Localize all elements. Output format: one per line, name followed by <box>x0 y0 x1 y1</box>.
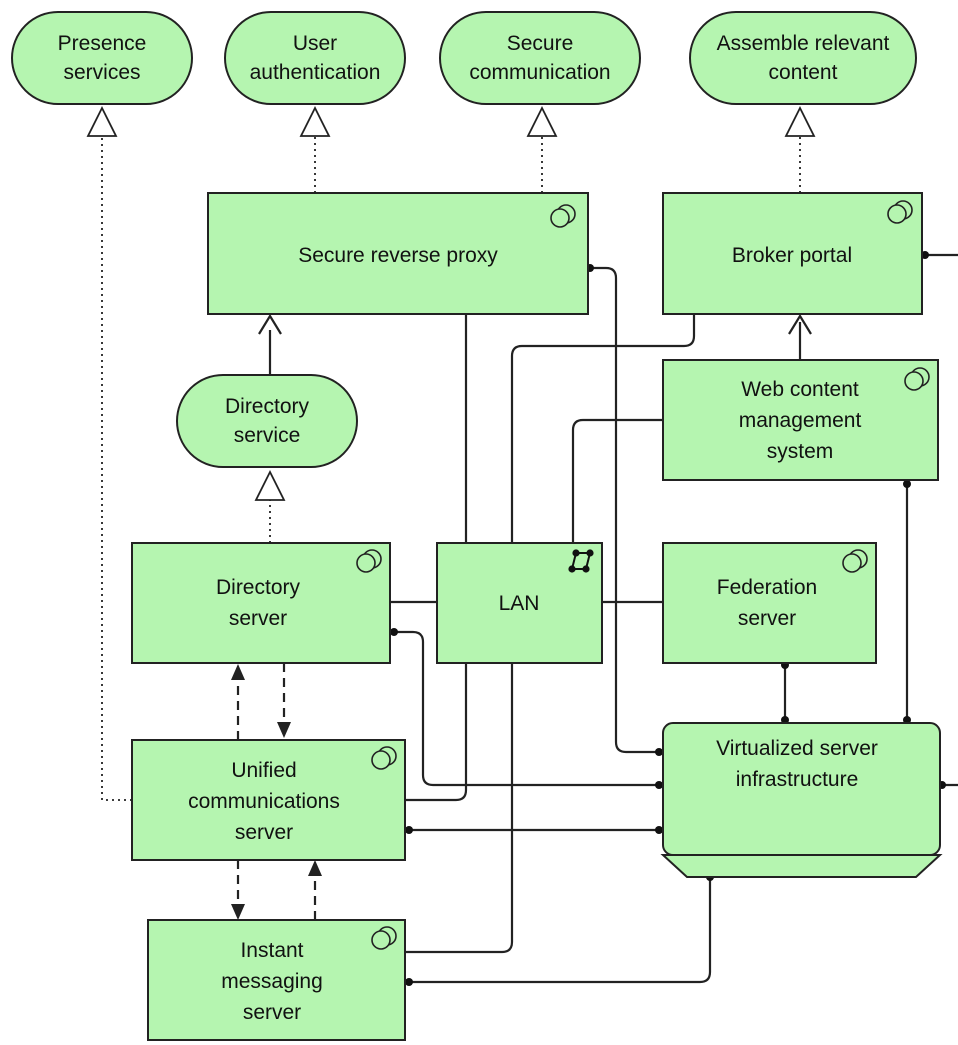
ucs-line-1: Unified <box>231 759 296 782</box>
virtual-infra-line-2: infrastructure <box>736 768 859 791</box>
edge-portal-to-im <box>405 314 696 954</box>
component-icon <box>887 200 913 224</box>
arrowhead-down-2 <box>231 904 245 920</box>
triangle-secure-comm <box>526 105 558 137</box>
triangle-assemble <box>784 105 816 137</box>
ucs-line-3: server <box>235 821 293 844</box>
component-federation-server[interactable]: Federation server <box>662 542 877 664</box>
edge-ucs-to-presence <box>101 135 132 801</box>
lan-label: LAN <box>499 592 540 615</box>
federation-server-line-1: Federation <box>717 576 817 599</box>
service-assemble-line-1: Assemble relevant <box>717 32 890 55</box>
web-cms-line-1: Web content <box>741 378 859 401</box>
service-user-auth-line-1: User <box>293 32 337 55</box>
virtual-infra-line-1: Virtualized server <box>716 737 878 760</box>
arrowhead-down-1 <box>277 722 291 738</box>
ucs-line-2: communications <box>188 790 340 813</box>
component-unified-comm-server[interactable]: Unified communications server <box>131 739 406 861</box>
proxy-label: Secure reverse proxy <box>298 244 498 267</box>
component-directory-server[interactable]: Directory server <box>131 542 391 664</box>
realization-arrowheads <box>86 105 816 501</box>
component-secure-reverse-proxy[interactable]: Secure reverse proxy <box>207 192 589 315</box>
web-cms-line-2: management <box>739 409 862 432</box>
directory-server-line-2: server <box>229 607 287 630</box>
component-icon <box>371 746 397 770</box>
service-secure-comm-line-1: Secure <box>507 32 574 55</box>
service-user-auth-line-2: authentication <box>250 61 381 84</box>
edge-ucs-to-lan <box>405 663 468 802</box>
triangle-user-auth <box>299 105 331 137</box>
arrow-cms-portal <box>788 313 812 335</box>
connections <box>101 135 958 986</box>
component-icon <box>550 204 576 228</box>
service-presence-line-1: Presence <box>58 32 147 55</box>
arrow-dirservice-proxy <box>258 313 282 335</box>
service-directory[interactable]: Directory service <box>176 374 358 468</box>
service-user-auth[interactable]: User authentication <box>224 11 406 105</box>
service-assemble-line-2: content <box>769 61 838 84</box>
component-lan[interactable]: LAN <box>436 542 603 664</box>
service-directory-line-2: service <box>234 424 301 447</box>
broker-portal-label: Broker portal <box>732 244 852 267</box>
triangle-dirservice <box>254 469 286 501</box>
triangle-presence <box>86 105 118 137</box>
im-server-line-3: server <box>243 1001 301 1024</box>
component-icon <box>356 549 382 573</box>
service-assemble[interactable]: Assemble relevant content <box>689 11 917 105</box>
services: Presence services User authentication Se… <box>11 11 917 468</box>
component-im-server[interactable]: Instant messaging server <box>147 919 406 1041</box>
components: Secure reverse proxy Broker portal Web c… <box>131 192 943 1041</box>
component-icon <box>371 926 397 950</box>
device-base <box>660 854 943 878</box>
service-secure-comm[interactable]: Secure communication <box>439 11 641 105</box>
component-web-cms[interactable]: Web content management system <box>662 359 939 481</box>
component-icon <box>904 367 930 391</box>
component-broker-portal[interactable]: Broker portal <box>662 192 923 315</box>
directory-server-line-1: Directory <box>216 576 301 599</box>
edge-dir-to-virtual <box>390 630 663 787</box>
federation-server-line-2: server <box>738 607 796 630</box>
edge-proxy-to-virtual <box>590 266 663 754</box>
service-presence-line-2: services <box>63 61 140 84</box>
service-secure-comm-line-2: communication <box>469 61 610 84</box>
component-icon <box>842 549 868 573</box>
arrowhead-up-1 <box>231 664 245 680</box>
web-cms-line-3: system <box>767 440 834 463</box>
service-directory-line-1: Directory <box>225 395 310 418</box>
im-server-line-1: Instant <box>240 939 303 962</box>
im-server-line-2: messaging <box>221 970 323 993</box>
network-icon <box>568 549 594 573</box>
arrowhead-up-2 <box>308 860 322 876</box>
edge-im-to-virtual <box>405 878 712 984</box>
edge-lan-to-cms <box>571 418 663 543</box>
component-virtualized-infra[interactable]: Virtualized server infrastructure <box>660 722 943 878</box>
service-presence[interactable]: Presence services <box>11 11 193 105</box>
